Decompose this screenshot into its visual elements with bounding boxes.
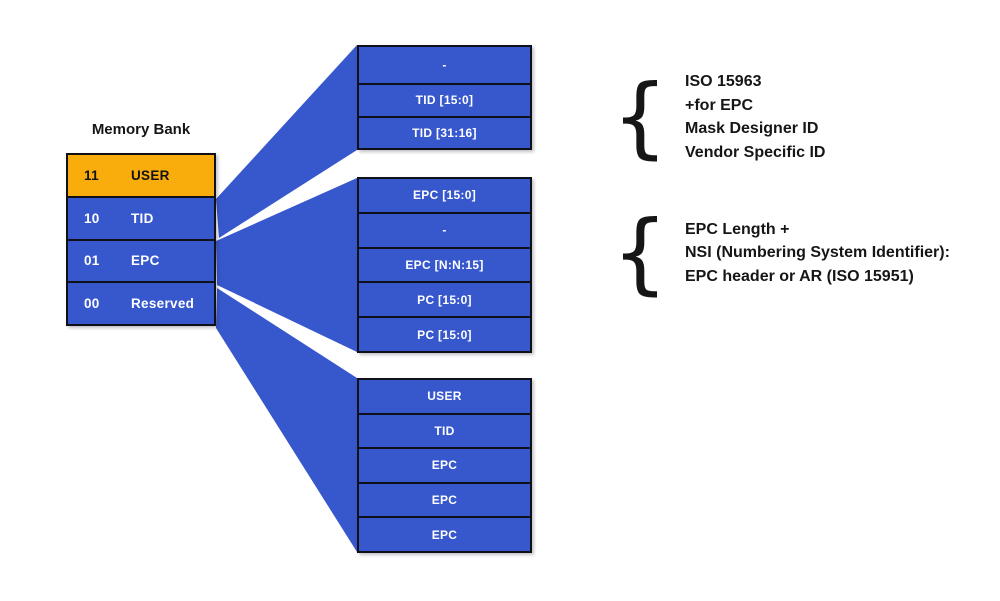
memory-map-table: USER TID EPC EPC EPC: [357, 378, 532, 553]
tid-detail-table: - TID [15:0] TID [31:16]: [357, 45, 532, 150]
memory-bank-title: Memory Bank: [91, 121, 191, 138]
memory-bank-row-reserved: 00 Reserved: [68, 283, 214, 324]
memory-bank-row-code: 10: [84, 210, 100, 226]
memory-bank-row-user: 11 USER: [68, 155, 214, 198]
table-row: EPC: [359, 449, 530, 484]
annotation-epc: { EPC Length + NSI (Numbering System Ide…: [612, 201, 950, 304]
table-row: TID: [359, 414, 530, 450]
annotation-line: EPC header or AR (ISO 15951): [685, 267, 914, 285]
annotation-line: NSI (Numbering System Identifier):: [685, 244, 950, 262]
annotation-line: Mask Designer ID: [685, 120, 819, 137]
annotation-line: EPC Length +: [685, 220, 790, 238]
table-row: EPC: [359, 483, 530, 519]
memory-bank-row-tid: 10 TID: [68, 197, 214, 241]
memory-bank-table: 11 USER 10 TID 01 EPC 00 Reserved: [66, 153, 216, 326]
table-row: -: [359, 213, 530, 249]
memory-bank-row-code: 01: [84, 253, 100, 269]
table-row: TID [31:16]: [359, 117, 530, 148]
memory-bank-row-label: Reserved: [131, 296, 195, 312]
memory-bank-row-epc: 01 EPC: [68, 240, 214, 284]
fan-epc-connector: [216, 178, 357, 352]
curly-brace: {: [612, 65, 668, 168]
memory-bank-row-label: TID: [131, 210, 154, 226]
annotation-line: Vendor Specific ID: [685, 143, 826, 161]
table-row: USER: [359, 380, 530, 415]
table-row: EPC: [359, 518, 530, 551]
memory-bank-row-code: 11: [84, 167, 99, 183]
curly-brace: {: [612, 201, 668, 304]
memory-bank-row-label: USER: [131, 167, 170, 183]
annotation-text: ISO 15963 +for EPC Mask Designer ID Vend…: [685, 70, 825, 164]
annotation-line: ISO 15963: [685, 73, 762, 90]
memory-bank-row-label: EPC: [131, 253, 160, 269]
table-row: PC [15:0]: [359, 318, 530, 351]
annotation-line: +for EPC: [685, 96, 754, 114]
table-row: TID [15:0]: [359, 85, 530, 118]
table-row: EPC [15:0]: [359, 179, 530, 214]
table-row: EPC [N:N:15]: [359, 248, 530, 284]
epc-detail-table: EPC [15:0] - EPC [N:N:15] PC [15:0] PC […: [357, 177, 532, 353]
table-row: PC [15:0]: [359, 283, 530, 319]
table-row: -: [359, 47, 530, 85]
memory-bank-row-code: 00: [84, 296, 100, 312]
annotation-text: EPC Length + NSI (Numbering System Ident…: [685, 218, 950, 289]
annotation-tid: { ISO 15963 +for EPC Mask Designer ID Ve…: [612, 70, 825, 164]
fan-full-connector: [216, 288, 357, 552]
fan-tid-connector: [216, 45, 357, 238]
